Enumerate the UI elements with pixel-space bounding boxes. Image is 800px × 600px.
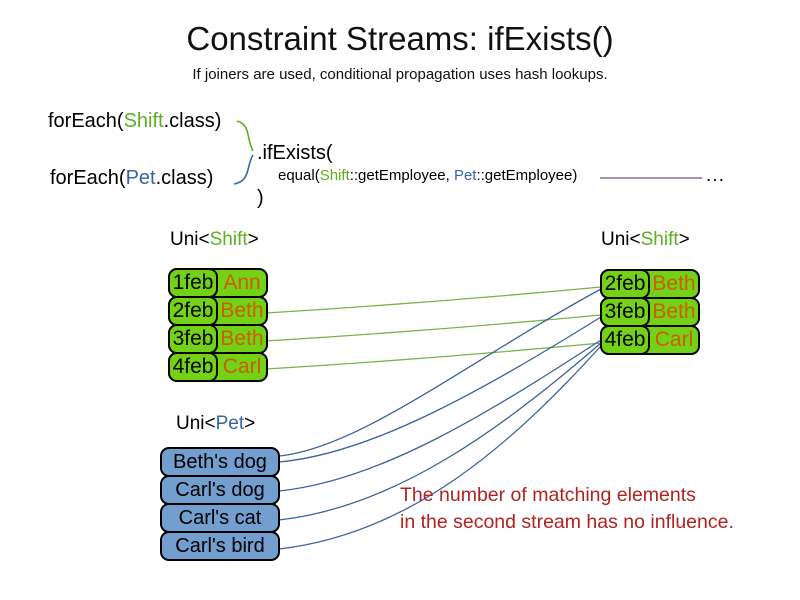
header-text: Uni< bbox=[170, 229, 210, 250]
pet-type-token: Pet bbox=[215, 413, 245, 434]
code-text: .class) bbox=[155, 167, 214, 189]
pet-class-token: Pet bbox=[453, 167, 477, 184]
shift-type-token: Shift bbox=[209, 229, 248, 250]
employee-cell: Carl bbox=[222, 355, 262, 378]
code-text: ::getEmployee, bbox=[349, 167, 454, 184]
code-equal-joiner: equal(Shift::getEmployee, Pet::getEmploy… bbox=[278, 167, 577, 184]
header-text: > bbox=[678, 229, 690, 250]
shift-class-token: Shift bbox=[319, 167, 350, 184]
code-text: .class) bbox=[163, 110, 222, 132]
code-ellipsis: … bbox=[705, 164, 727, 186]
right-shift-table: 2feb Beth 3feb Beth 4feb Carl bbox=[600, 269, 700, 355]
pet-table-header: Uni<Pet> bbox=[176, 413, 255, 435]
pet-table: Beth's dog Carl's dog Carl's cat Carl's … bbox=[160, 447, 280, 561]
header-text: > bbox=[247, 229, 259, 250]
page-subtitle: If joiners are used, conditional propaga… bbox=[192, 66, 608, 83]
table-row: 2feb Beth bbox=[600, 269, 700, 299]
pet-match-line-carlsdog-4feb bbox=[278, 339, 602, 492]
code-text: forEach( bbox=[50, 167, 126, 189]
date-cell: 1feb bbox=[168, 268, 218, 298]
employee-cell: Beth bbox=[652, 272, 696, 295]
pet-match-line-bethsdog-3feb bbox=[278, 316, 602, 463]
code-ifexists-open: .ifExists( bbox=[257, 142, 333, 164]
note-text: The number of matching elements in the s… bbox=[400, 482, 734, 536]
pet-class-token: Pet bbox=[125, 167, 156, 189]
date-cell: 4feb bbox=[168, 352, 218, 382]
date-cell: 2feb bbox=[168, 296, 218, 326]
table-row: 3feb Beth bbox=[600, 297, 700, 327]
note-line-2: in the second stream has no influence. bbox=[400, 511, 734, 533]
shift-join-line-3feb bbox=[265, 314, 602, 342]
code-foreach-shift: forEach(Shift.class) bbox=[48, 110, 221, 133]
table-row: 4feb Carl bbox=[600, 325, 700, 355]
table-row: Carl's bird bbox=[160, 531, 280, 561]
employee-cell: Ann bbox=[223, 271, 261, 294]
date-cell: 3feb bbox=[600, 297, 650, 327]
table-row: 2feb Beth bbox=[168, 296, 268, 326]
code-ifexists-close: ) bbox=[257, 187, 264, 209]
left-shift-table-header: Uni<Shift> bbox=[170, 229, 259, 251]
shift-class-token: Shift bbox=[123, 110, 164, 132]
employee-cell: Beth bbox=[220, 327, 264, 350]
page-title: Constraint Streams: ifExists() bbox=[186, 20, 614, 57]
code-text: forEach( bbox=[48, 110, 124, 132]
shift-brace-curve bbox=[236, 120, 254, 152]
table-row: 4feb Carl bbox=[168, 352, 268, 382]
note-line-1: The number of matching elements bbox=[400, 484, 696, 506]
right-shift-table-header: Uni<Shift> bbox=[601, 229, 690, 251]
table-row: 1feb Ann bbox=[168, 268, 268, 298]
employee-cell: Carl bbox=[654, 328, 694, 351]
pet-match-line-bethsdog-2feb bbox=[278, 288, 602, 457]
date-cell: 4feb bbox=[600, 325, 650, 355]
employee-cell: Beth bbox=[220, 299, 264, 322]
shift-join-line-4feb bbox=[265, 342, 602, 370]
shift-type-token: Shift bbox=[640, 229, 679, 250]
header-text: > bbox=[244, 413, 256, 434]
code-text: equal( bbox=[278, 167, 320, 184]
header-text: Uni< bbox=[601, 229, 641, 250]
header-text: Uni< bbox=[176, 413, 216, 434]
pet-match-line-carlscat-4feb bbox=[278, 342, 602, 521]
employee-cell: Beth bbox=[652, 300, 696, 323]
code-foreach-pet: forEach(Pet.class) bbox=[50, 167, 213, 190]
left-shift-table: 1feb Ann 2feb Beth 3feb Beth 4feb Carl bbox=[168, 268, 268, 382]
table-row: Carl's dog bbox=[160, 475, 280, 505]
date-cell: 3feb bbox=[168, 324, 218, 354]
date-cell: 2feb bbox=[600, 269, 650, 299]
pet-brace-curve bbox=[233, 154, 254, 185]
pet-match-line-carlsbird-4feb bbox=[278, 345, 602, 550]
code-text: ::getEmployee) bbox=[476, 167, 578, 184]
shift-join-line-2feb bbox=[265, 286, 602, 314]
table-row: Carl's cat bbox=[160, 503, 280, 533]
table-row: 3feb Beth bbox=[168, 324, 268, 354]
table-row: Beth's dog bbox=[160, 447, 280, 477]
